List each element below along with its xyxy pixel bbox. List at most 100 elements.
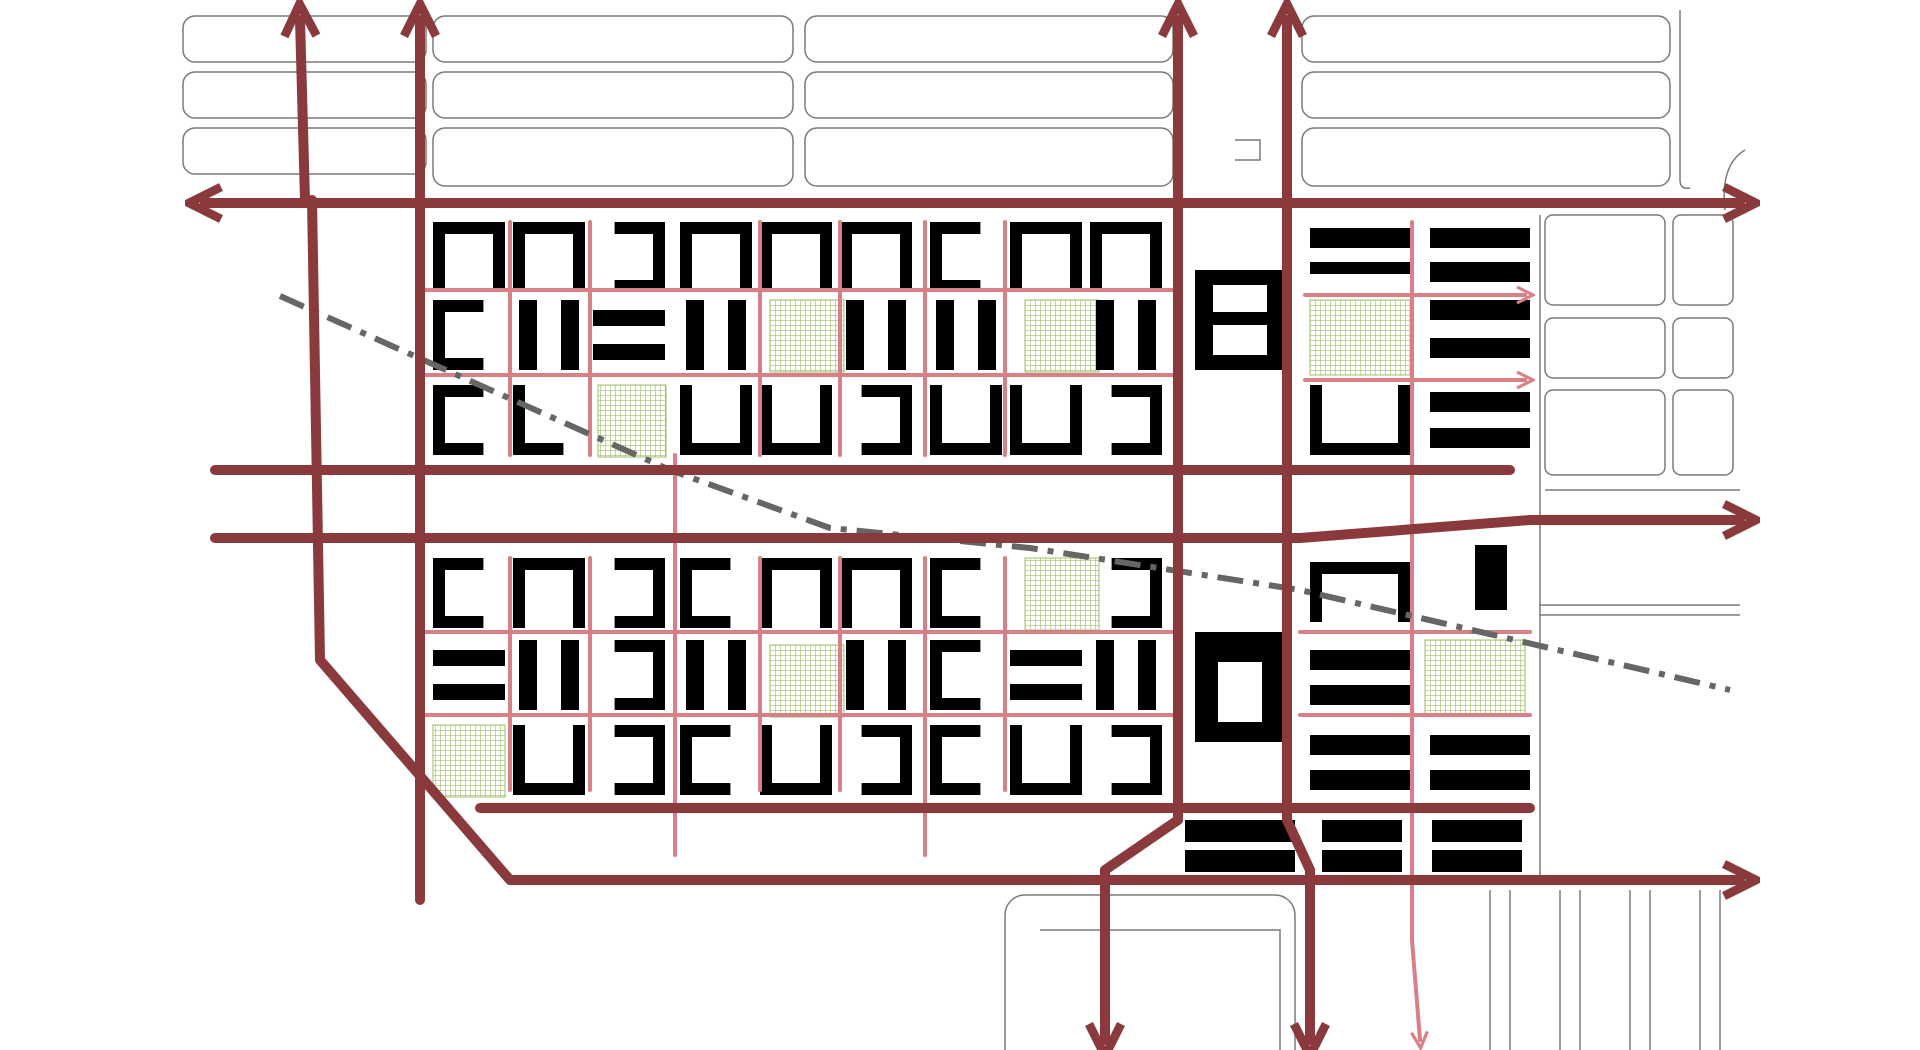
building <box>861 725 912 737</box>
building <box>433 222 445 292</box>
building <box>1310 650 1410 670</box>
building <box>760 725 772 795</box>
building-blocks <box>433 222 1530 872</box>
building <box>840 222 852 292</box>
building <box>930 558 942 628</box>
building <box>820 725 832 795</box>
building <box>1310 562 1322 622</box>
building <box>433 300 484 312</box>
building <box>1010 222 1022 292</box>
building <box>930 616 981 628</box>
building <box>513 783 585 795</box>
building <box>593 310 665 326</box>
building <box>728 640 746 710</box>
building <box>840 222 912 234</box>
building <box>846 300 864 370</box>
building <box>1310 443 1410 455</box>
primary-road-network <box>205 20 1740 1040</box>
building <box>433 300 445 370</box>
building <box>1010 650 1082 666</box>
building <box>614 640 665 652</box>
building <box>653 558 665 628</box>
building <box>760 385 772 455</box>
green-space <box>432 724 506 798</box>
building <box>846 640 864 710</box>
green-space <box>769 644 845 718</box>
building <box>680 222 752 234</box>
building <box>680 783 731 795</box>
building <box>680 725 692 795</box>
building <box>888 300 906 370</box>
building <box>1310 385 1322 455</box>
building <box>888 640 906 710</box>
building <box>930 783 981 795</box>
building <box>1070 222 1082 292</box>
secondary-road-arrow <box>1410 220 1420 1040</box>
building <box>900 725 912 795</box>
building <box>1310 562 1410 574</box>
building <box>1322 850 1402 872</box>
building <box>936 300 954 370</box>
building <box>1430 262 1530 282</box>
building <box>930 558 981 570</box>
green-space <box>1309 299 1411 376</box>
building <box>1138 300 1156 370</box>
building <box>680 725 731 737</box>
building <box>1010 385 1022 455</box>
building <box>686 640 704 710</box>
building <box>900 385 912 455</box>
building <box>740 222 752 292</box>
building <box>1010 783 1082 795</box>
building <box>1310 735 1410 755</box>
secondary-road-network <box>423 220 1530 1040</box>
building <box>433 684 505 700</box>
building <box>1430 428 1530 448</box>
building <box>930 640 981 652</box>
building <box>519 640 537 710</box>
green-space <box>1024 299 1100 373</box>
building <box>1398 562 1410 622</box>
building <box>513 222 585 234</box>
building <box>433 443 484 455</box>
building <box>1310 770 1410 790</box>
building <box>728 300 746 370</box>
building <box>861 385 912 397</box>
building <box>680 558 692 628</box>
green-space <box>769 299 845 373</box>
building <box>1111 616 1162 628</box>
building <box>433 558 445 628</box>
building <box>760 222 832 234</box>
building <box>740 385 752 455</box>
green-space <box>1024 557 1100 631</box>
building <box>1096 640 1114 710</box>
building <box>1070 385 1082 455</box>
building <box>1310 262 1410 274</box>
building <box>1010 222 1082 234</box>
building <box>573 725 585 795</box>
building <box>614 222 665 234</box>
building <box>1475 545 1507 610</box>
building <box>1430 392 1530 412</box>
building <box>1096 300 1114 370</box>
building <box>1322 820 1402 842</box>
civic-building <box>1195 632 1285 742</box>
building <box>820 222 832 292</box>
building <box>1150 385 1162 455</box>
building <box>990 385 1002 455</box>
primary-road-arrow <box>1105 815 1183 1040</box>
building <box>593 344 665 360</box>
building <box>1150 558 1162 628</box>
building <box>614 558 665 570</box>
building <box>513 725 525 795</box>
building <box>1090 222 1102 292</box>
building <box>930 222 942 292</box>
building <box>433 385 484 397</box>
building <box>1138 640 1156 710</box>
civic-building <box>1195 270 1285 370</box>
building <box>930 222 981 234</box>
building <box>1430 735 1530 755</box>
building <box>680 443 752 455</box>
building <box>433 616 484 628</box>
building <box>614 616 665 628</box>
building <box>760 443 832 455</box>
